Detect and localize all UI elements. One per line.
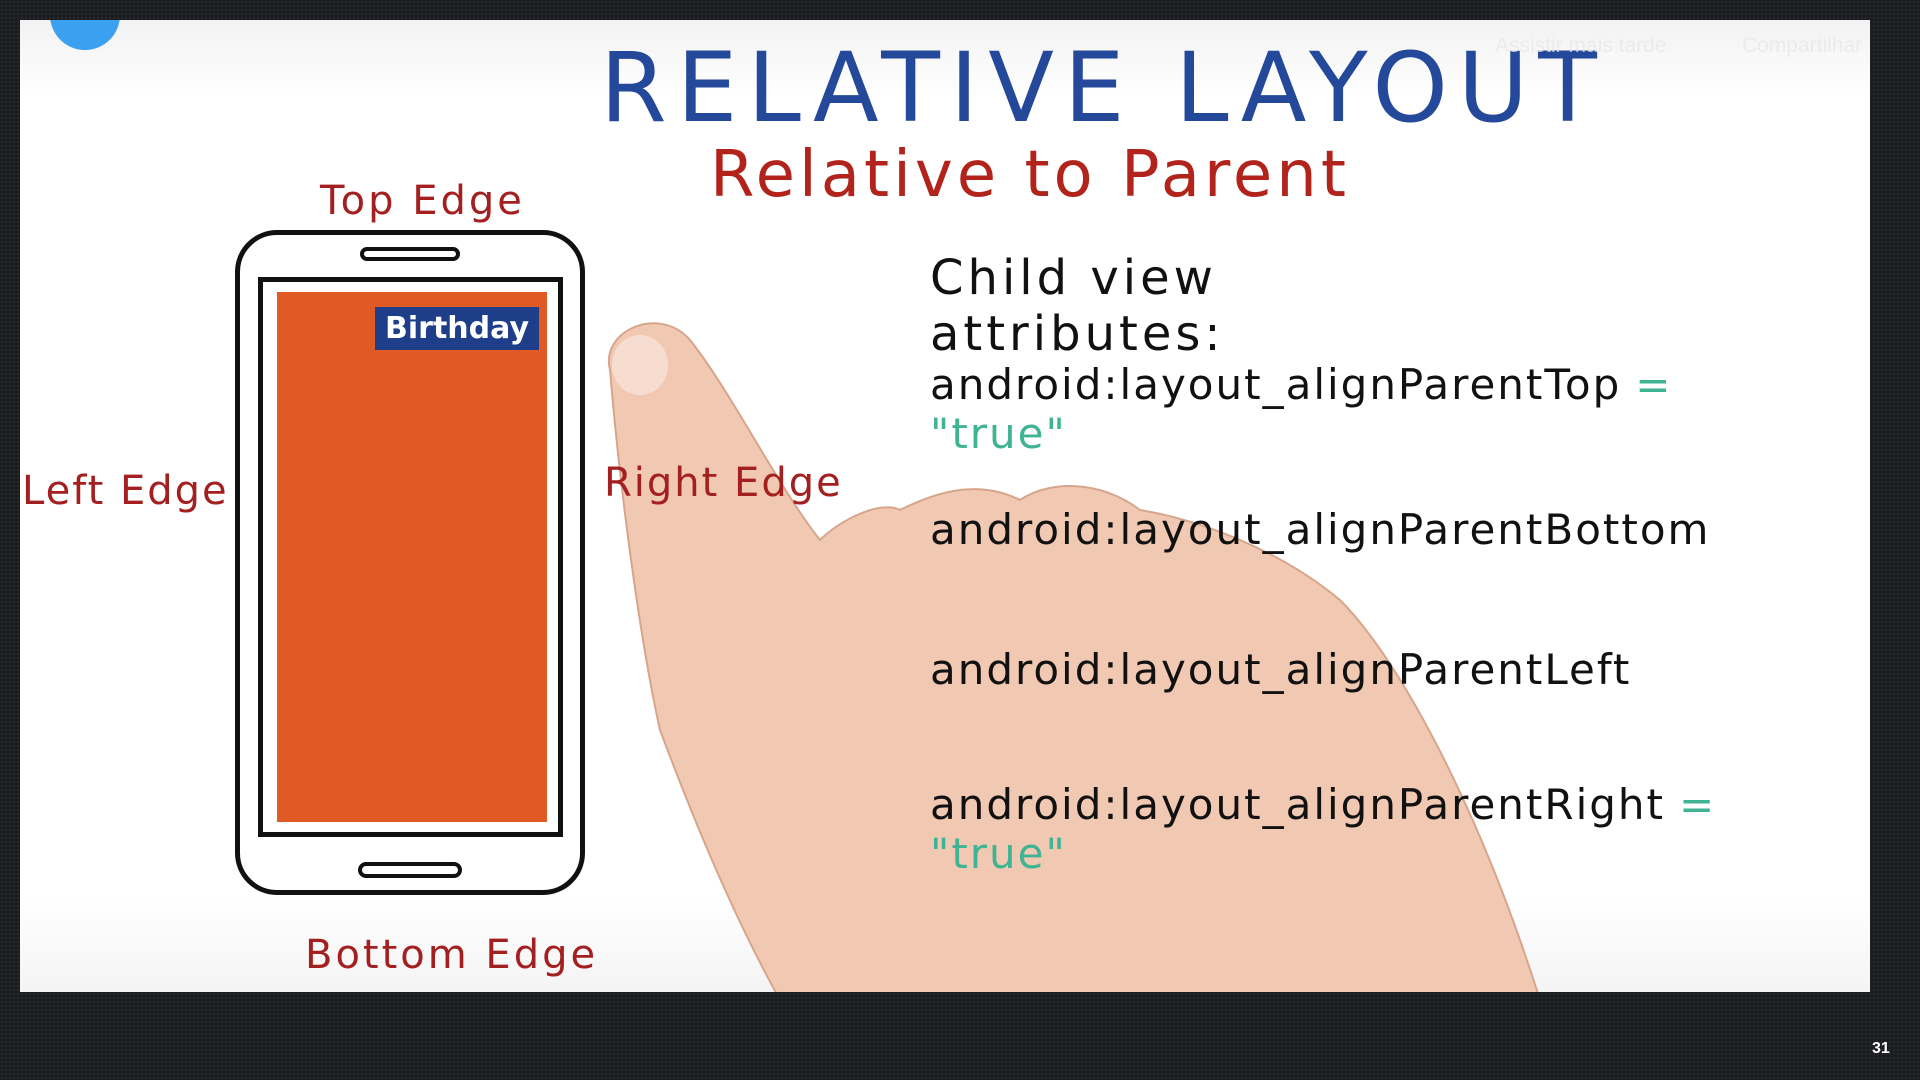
attribute-line: android:layout_alignParentRight= "true": [930, 780, 1716, 878]
subtitle: Relative to Parent: [710, 138, 1350, 212]
attribute-line: android:layout_alignParentBottom: [930, 505, 1724, 554]
attribute-name: android:layout_alignParentRight: [930, 780, 1665, 829]
left-edge-label: Left Edge: [22, 468, 229, 514]
attribute-value: = "true": [930, 360, 1673, 458]
top-edge-label: Top Edge: [320, 178, 525, 224]
attribute-value: = "true": [930, 780, 1717, 878]
phone-screen: Birthday: [258, 277, 563, 837]
child-view: Birthday: [277, 292, 547, 822]
attribute-line: android:layout_alignParentLeft: [930, 645, 1645, 694]
share-button[interactable]: Compartilhar: [1742, 34, 1863, 57]
attribute-name: android:layout_alignParentLeft: [930, 645, 1632, 694]
phone-home-button: [358, 862, 462, 878]
page-title: RELATIVE LAYOUT: [600, 32, 1607, 144]
attributes-heading: Child view attributes:: [930, 250, 1225, 362]
bottom-edge-label: Bottom Edge: [305, 932, 599, 978]
watch-later-button[interactable]: Assistir mais tarde: [1495, 34, 1667, 57]
right-edge-label: Right Edge: [604, 460, 843, 506]
phone-speaker: [360, 247, 460, 261]
slide-number: 31: [1872, 1040, 1890, 1057]
attribute-line: android:layout_alignParentTop= "true": [930, 360, 1672, 458]
attribute-name: android:layout_alignParentBottom: [930, 505, 1711, 554]
channel-avatar[interactable]: [50, 20, 120, 50]
birthday-label: Birthday: [375, 307, 539, 350]
phone-drawing: Birthday: [235, 230, 585, 895]
pointing-hand-image: [607, 322, 1539, 992]
attribute-name: android:layout_alignParentTop: [930, 360, 1622, 409]
video-frame[interactable]: RELATIVE LAYOUT Relative to Parent Top E…: [20, 20, 1870, 992]
